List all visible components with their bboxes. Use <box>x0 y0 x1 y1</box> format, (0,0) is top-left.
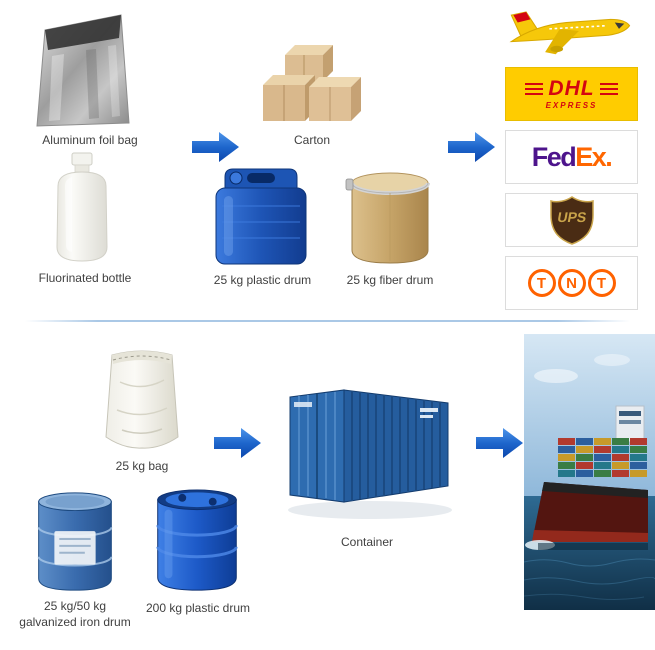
dhl-stripes-left-icon <box>525 82 544 95</box>
tnt-letter-circle: N <box>557 269 586 297</box>
plastic-drum-200kg-label: 200 kg plastic drum <box>145 601 251 615</box>
right-arrow-icon <box>192 130 240 164</box>
right-arrow-icon <box>448 130 496 164</box>
dhl-logo: DHL EXPRESS <box>505 67 638 121</box>
plastic-drum-25kg-image <box>210 158 312 268</box>
plastic-drum-200kg-image <box>148 486 246 596</box>
tnt-letter-circle: T <box>587 269 616 297</box>
ups-wordmark: UPS <box>555 209 588 225</box>
fluorinated-bottle-label: Fluorinated bottle <box>38 271 132 285</box>
carton-boxes-image <box>258 38 366 128</box>
dhl-cargo-plane-icon <box>505 4 638 58</box>
carton-label: Carton <box>293 133 331 147</box>
dhl-tagline: EXPRESS <box>545 101 598 110</box>
fedex-wordmark-ex: Ex. <box>575 141 613 172</box>
container-label: Container <box>340 535 394 549</box>
courier-logos-column: DHL EXPRESS FedEx. UPS T N T <box>505 4 640 310</box>
galvanized-iron-drum-image <box>30 486 120 596</box>
dhl-wordmark: DHL <box>548 77 595 100</box>
right-arrow-icon <box>476 426 524 460</box>
fiber-drum-25kg-label: 25 kg fiber drum <box>346 273 434 287</box>
aluminum-foil-bag-label: Aluminum foil bag <box>42 133 138 147</box>
fiber-drum-25kg-image <box>340 162 440 268</box>
tnt-letter-circle: T <box>527 269 556 297</box>
ups-shield-icon <box>549 196 594 245</box>
dhl-stripes-right-icon <box>599 82 618 95</box>
section-divider <box>25 320 630 322</box>
plastic-drum-25kg-label: 25 kg plastic drum <box>213 273 312 287</box>
right-arrow-icon <box>214 426 262 460</box>
container-ship-image <box>524 334 655 610</box>
fedex-logo: FedEx. <box>505 130 638 184</box>
bag-25kg-label: 25 kg bag <box>115 459 169 473</box>
bag-25kg-image <box>92 338 192 454</box>
ups-logo: UPS <box>505 193 638 247</box>
galvanized-iron-drum-label: 25 kg/50 kg galvanized iron drum <box>19 599 131 629</box>
fedex-wordmark-fed: Fed <box>531 141 577 172</box>
tnt-logo: T N T <box>505 256 638 310</box>
fluorinated-bottle-image <box>32 150 132 266</box>
shipping-container-image <box>282 376 454 524</box>
aluminum-foil-bag-image <box>28 6 143 132</box>
